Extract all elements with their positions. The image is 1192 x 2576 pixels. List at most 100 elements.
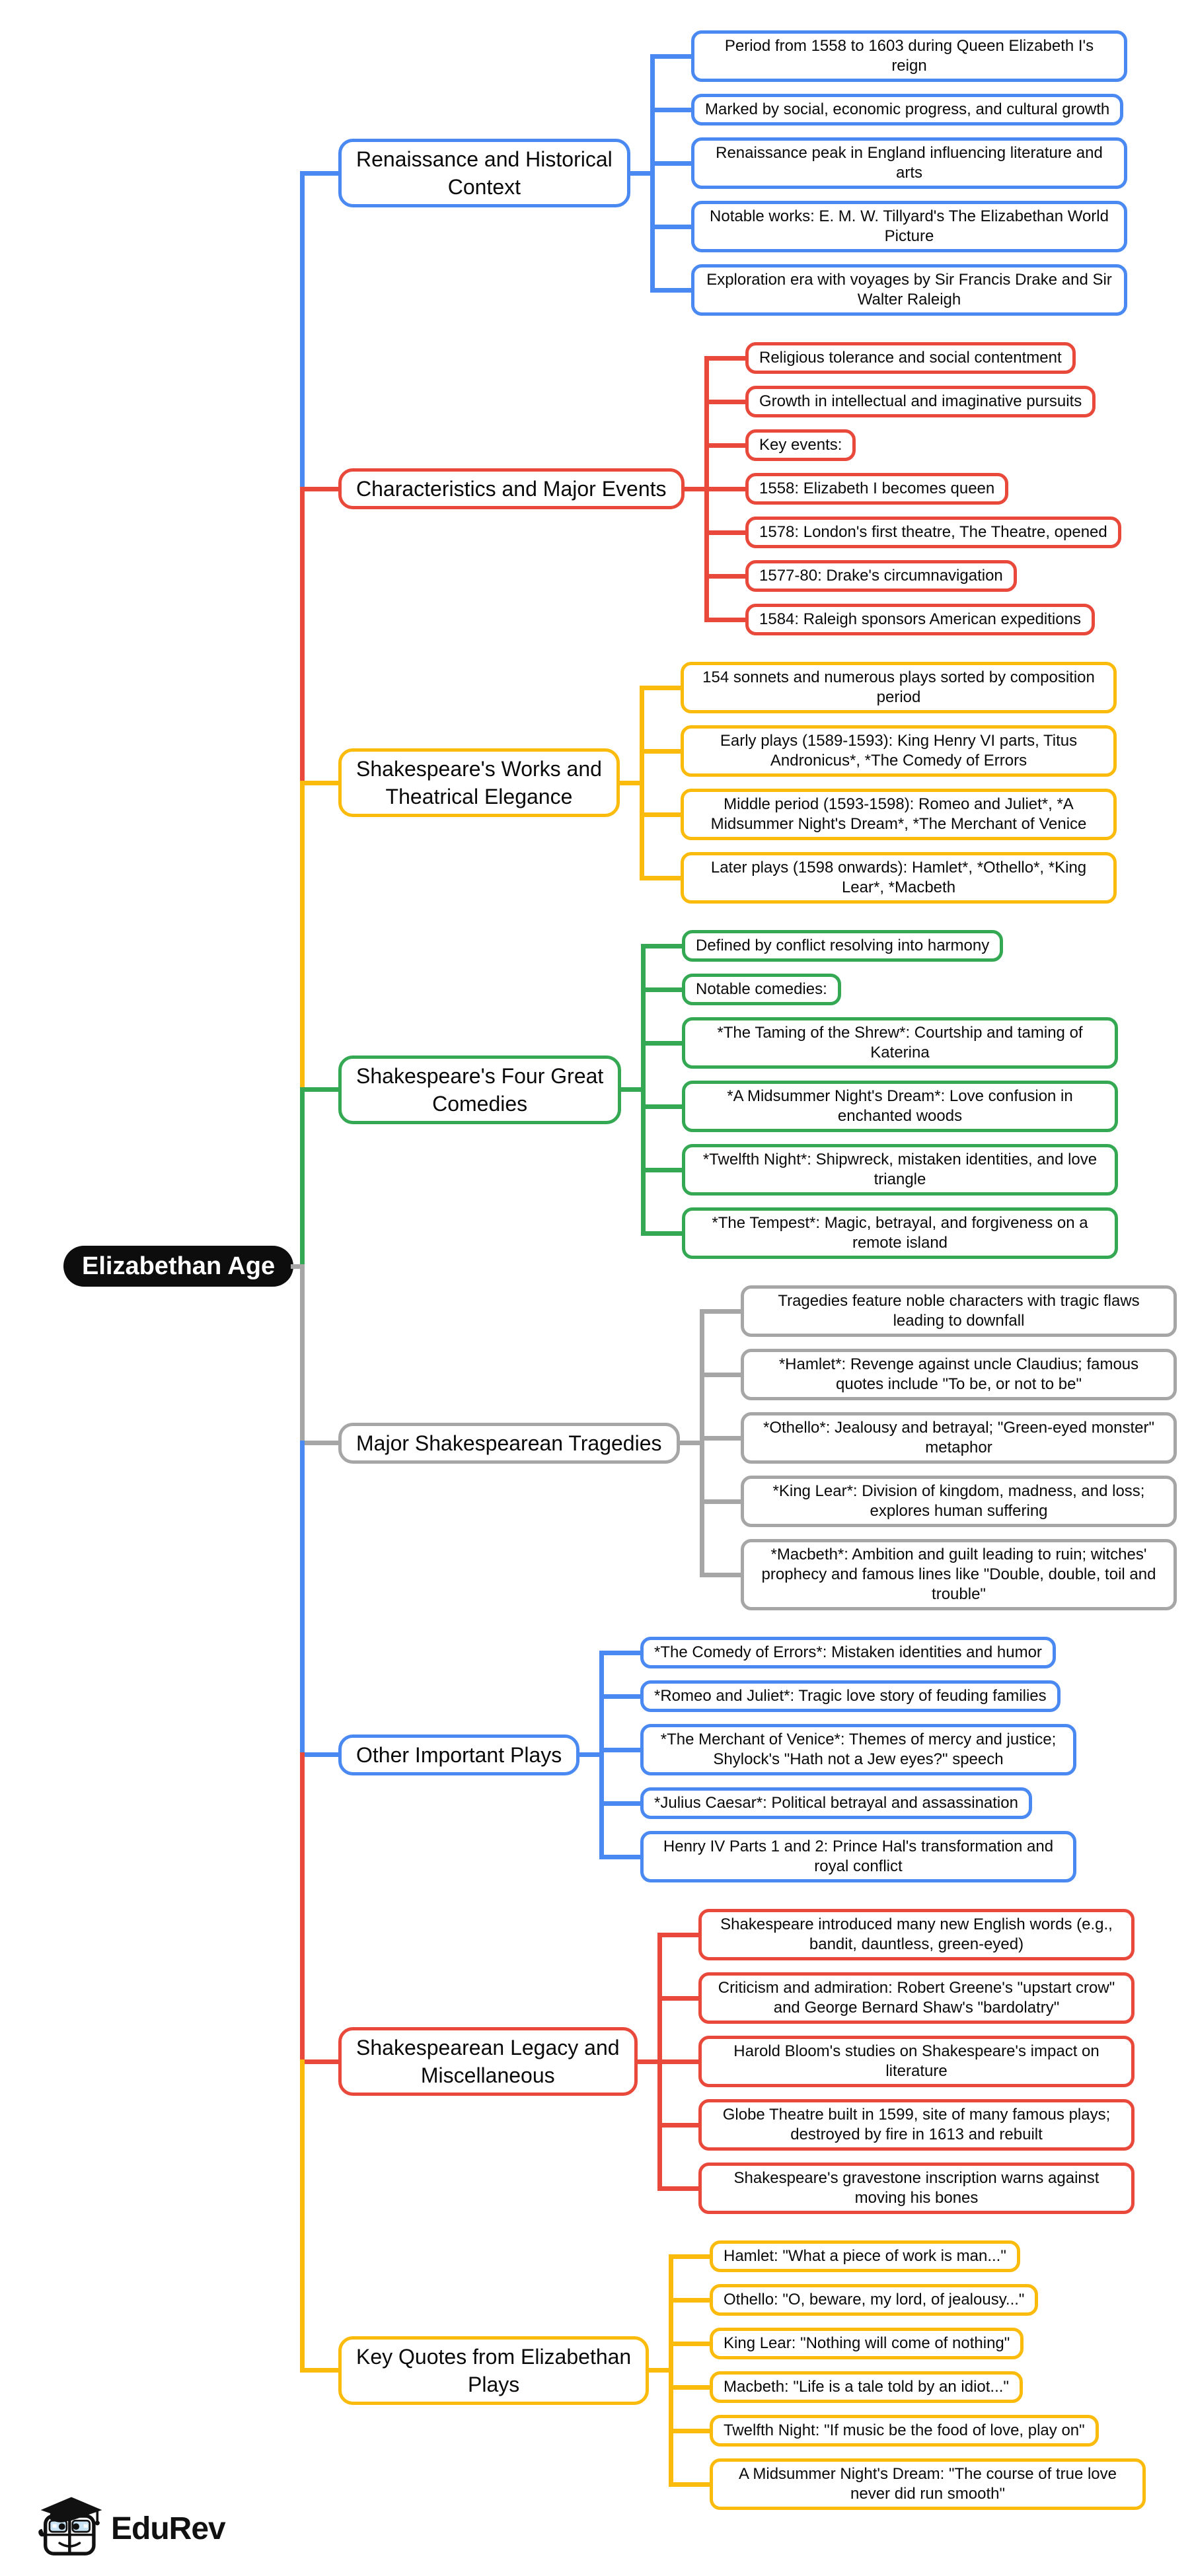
connector-line <box>700 1308 741 1314</box>
connector-line <box>700 1435 741 1441</box>
leaf-node: Notable works: E. M. W. Tillyard's The E… <box>691 201 1127 252</box>
leaf-node: *The Comedy of Errors*: Mistaken identit… <box>640 1637 1056 1668</box>
branch-label: Other Important Plays <box>338 1734 580 1775</box>
connector-line <box>650 54 655 293</box>
connector-line <box>669 2254 710 2259</box>
connector-line <box>669 2341 710 2346</box>
connector-line <box>300 1752 305 2064</box>
connector-line <box>704 573 745 579</box>
connector-line <box>300 486 338 491</box>
connector-line <box>657 1932 698 1937</box>
leaf-node: Renaissance peak in England influencing … <box>691 137 1127 189</box>
connector-line <box>630 170 655 176</box>
leaf-node: Early plays (1589-1593): King Henry VI p… <box>681 725 1117 777</box>
leaf-node: 154 sonnets and numerous plays sorted by… <box>681 662 1117 713</box>
connector-line <box>300 1087 338 1092</box>
leaf-node: Tragedies feature noble characters with … <box>741 1285 1177 1337</box>
leaf-node: Hamlet: "What a piece of work is man..." <box>710 2240 1020 2272</box>
connector-line <box>649 2368 673 2373</box>
connector-line <box>700 1372 741 1377</box>
leaf-node: *Romeo and Juliet*: Tragic love story of… <box>640 1680 1061 1712</box>
connector-line <box>300 170 305 491</box>
branch-label: Key Quotes from Elizabethan Plays <box>338 2336 650 2405</box>
leaf-node: *Macbeth*: Ambition and guilt leading to… <box>741 1539 1177 1610</box>
leaf-node: Harold Bloom's studies on Shakespeare's … <box>698 2036 1135 2087</box>
connector-line <box>641 987 682 992</box>
leaf-node: *The Merchant of Venice*: Themes of merc… <box>640 1724 1076 1775</box>
branch-label: Shakespeare's Four Great Comedies <box>338 1055 622 1124</box>
leaf-node: Key events: <box>745 429 856 461</box>
connector-line <box>704 355 745 361</box>
connector-line <box>300 486 305 785</box>
leaf-node: Globe Theatre built in 1599, site of man… <box>698 2099 1135 2151</box>
connector-line <box>650 161 691 166</box>
connector-line <box>641 1167 682 1172</box>
leaf-node: Marked by social, economic progress, and… <box>691 94 1124 125</box>
connector-line <box>579 1752 604 1757</box>
leaf-node: Shakespeare's gravestone inscription war… <box>698 2163 1135 2214</box>
connector-line <box>650 107 691 112</box>
connector-line <box>599 1650 604 1859</box>
branch-label: Shakespearean Legacy and Miscellaneous <box>338 2027 638 2096</box>
connector-line <box>638 2059 662 2064</box>
connector-line <box>300 1087 305 1269</box>
connector-line <box>640 875 681 880</box>
edurev-logo-text: EduRev <box>111 2511 226 2546</box>
connector-line <box>640 748 681 754</box>
connector-line <box>669 2428 710 2433</box>
connector-line <box>669 2384 710 2390</box>
connector-line <box>300 170 338 176</box>
leaf-node: Exploration era with voyages by Sir Fran… <box>691 264 1127 316</box>
leaf-node: *The Tempest*: Magic, betrayal, and forg… <box>682 1207 1118 1259</box>
leaf-node: Later plays (1598 onwards): Hamlet*, *Ot… <box>681 852 1117 904</box>
connector-line <box>704 443 745 448</box>
connector-line <box>704 530 745 535</box>
connector-line <box>300 2368 338 2373</box>
connector-line <box>300 1752 338 1757</box>
leaf-node: Shakespeare introduced many new English … <box>698 1909 1135 1960</box>
leaf-node: Growth in intellectual and imaginative p… <box>745 386 1096 417</box>
connector-line <box>640 685 681 690</box>
branch-label: Characteristics and Major Events <box>338 468 685 509</box>
leaf-node: 1578: London's first theatre, The Theatr… <box>745 517 1121 548</box>
connector-line <box>700 1572 741 1577</box>
connector-line <box>599 1747 640 1752</box>
connector-line <box>300 1441 338 1445</box>
connector-line <box>669 2482 710 2487</box>
connector-line <box>621 1087 646 1092</box>
connector-line <box>669 2297 710 2303</box>
connector-line <box>657 2122 698 2128</box>
connector-line <box>650 287 691 293</box>
leaf-node: Criticism and admiration: Robert Greene'… <box>698 1972 1135 2024</box>
connector-line <box>640 685 644 880</box>
leaf-node: King Lear: "Nothing will come of nothing… <box>710 2328 1024 2359</box>
leaf-node: Defined by conflict resolving into harmo… <box>682 930 1004 962</box>
leaf-node: Notable comedies: <box>682 974 841 1005</box>
connector-line <box>599 1801 640 1806</box>
connector-line <box>599 1854 640 1859</box>
connector-line <box>300 2059 338 2064</box>
connector-line <box>700 1499 741 1504</box>
leaf-node: *Hamlet*: Revenge against uncle Claudius… <box>741 1349 1177 1400</box>
connector-line <box>650 54 691 59</box>
connector-line <box>685 486 709 491</box>
leaf-node: *A Midsummer Night's Dream*: Love confus… <box>682 1081 1118 1132</box>
connector-line <box>641 943 682 948</box>
connector-line <box>704 486 745 491</box>
branch-label: Major Shakespearean Tragedies <box>338 1422 680 1464</box>
connector-line <box>657 1995 698 2001</box>
leaf-node: 1558: Elizabeth I becomes queen <box>745 473 1009 505</box>
connector-line <box>650 224 691 229</box>
connector-line <box>700 1308 704 1577</box>
leaf-node: *Othello*: Jealousy and betrayal; "Green… <box>741 1412 1177 1464</box>
connector-line <box>657 2059 698 2064</box>
leaf-node: Twelfth Night: "If music be the food of … <box>710 2415 1099 2447</box>
root-node: Elizabethan Age <box>63 1246 294 1287</box>
connector-line <box>641 1104 682 1109</box>
connector-line <box>657 2186 698 2191</box>
connector-line <box>300 780 338 785</box>
connector-line <box>300 1441 305 1757</box>
connector-line <box>669 2254 673 2487</box>
connector-line <box>641 943 646 1236</box>
